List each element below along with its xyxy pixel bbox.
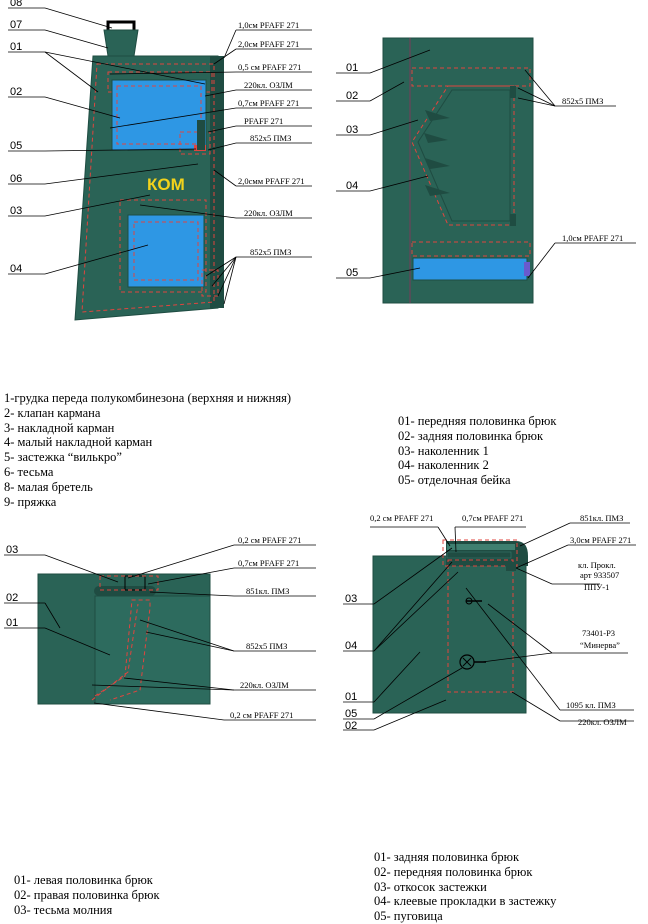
fig3-note: 0,7см PFAFF 271 — [238, 558, 299, 568]
fig2-part-02: 02 — [346, 90, 358, 102]
legend-bib: 1-грудка переда полукомбинезона (верхняя… — [4, 391, 291, 509]
fig1-part-08: 08 — [10, 0, 22, 9]
legend-item: 03- откосок застежки — [374, 879, 487, 894]
legend-item: 04- клеевые прокладки в застежку — [374, 894, 557, 909]
fig2-part-01: 01 — [346, 62, 358, 74]
figure-button-fly: 03 04 01 05 02 0,2 см PFAFF 271 0,7см PF… — [343, 513, 636, 732]
fig3-note: 852х5 ПМЗ — [246, 641, 287, 651]
fig1-part-01: 01 — [10, 41, 22, 53]
fig4-note: 0,7см PFAFF 271 — [462, 513, 523, 523]
fig4-note: 3,0см PFAFF 271 — [570, 535, 631, 545]
fig4-part-02: 02 — [345, 720, 357, 732]
legend-zip-fly: 01- левая половинка брюк 02- правая поло… — [14, 873, 160, 917]
legend-item: 8- малая бретель — [4, 479, 93, 494]
fig1-part-07: 07 — [10, 19, 22, 31]
fig4-note: 1095 кл. ПМЗ — [566, 700, 616, 710]
fig4-note: “Минерва” — [580, 640, 620, 650]
fig1-part-04: 04 — [10, 263, 22, 275]
fig3-note: 220кл. ОЗЛМ — [240, 680, 289, 690]
fig3-note: 0,2 см PFAFF 271 — [230, 710, 293, 720]
fig4-note: кл. Прокл. — [578, 560, 616, 570]
fig1-note: 0,7см PFAFF 271 — [238, 98, 299, 108]
trim-band — [412, 257, 528, 281]
fig4-note: арт 933507 — [580, 570, 619, 580]
fig1-part-03: 03 — [10, 205, 22, 217]
fig4-part-04: 04 — [345, 640, 357, 652]
figure-trousers-back: 01 02 03 04 05 852х5 ПМЗ 1,0см PFAFF 271 — [336, 37, 636, 304]
legend-item: 9- пряжка — [4, 494, 57, 509]
fig3-note: 851кл. ПМЗ — [246, 586, 289, 596]
fig1-note: 220кл. ОЗЛМ — [244, 80, 293, 90]
lower-pocket — [127, 214, 205, 288]
small-strap — [103, 29, 139, 57]
fig4-note: 0,2 см PFAFF 271 — [370, 513, 433, 523]
fig1-note: 2,0смм PFAFF 271 — [238, 176, 305, 186]
fig3-note: 0,2 см PFAFF 271 — [238, 535, 301, 545]
fig2-part-04: 04 — [346, 180, 358, 192]
fig2-part-05: 05 — [346, 267, 358, 279]
fig3-part-03: 03 — [6, 544, 18, 556]
legend-item: 05- отделочная бейка — [398, 473, 511, 488]
fig4-note: 220кл. ОЗЛМ — [578, 717, 627, 727]
legend-item: 02- передняя половинка брюк — [374, 864, 533, 879]
legend-item: 03- наколенник 1 — [398, 443, 489, 458]
fig3-part-02: 02 — [6, 592, 18, 604]
legend-item: 01- передняя половинка брюк — [398, 414, 557, 428]
legend-item: 03- тесьма молния — [14, 902, 113, 917]
fig1-note: 1,0см PFAFF 271 — [238, 20, 299, 30]
fig1-part-06: 06 — [10, 173, 22, 185]
fig1-note: 852х5 ПМЗ — [250, 133, 291, 143]
legend-button-fly: 01- задняя половинка брюк 02- передняя п… — [374, 850, 556, 924]
fig1-note: 0,5 см PFAFF 271 — [238, 62, 301, 72]
legend-item: 5- застежка “вилькро” — [4, 450, 122, 465]
legend-item: 2- клапан кармана — [4, 405, 101, 420]
legend-item: 1-грудка переда полукомбинезона (верхняя… — [4, 391, 291, 405]
legend-trousers-back: 01- передняя половинка брюк 02- задняя п… — [398, 414, 556, 488]
fig1-note: 2,0см PFAFF 271 — [238, 39, 299, 49]
legend-item: 01- левая половинка брюк — [14, 873, 153, 887]
legend-item: 05- пуговица — [374, 909, 443, 924]
zip-tape — [94, 586, 156, 596]
fig1-part-02: 02 — [10, 86, 22, 98]
fig4-part-03: 03 — [345, 593, 357, 605]
legend-item: 6- тесьма — [4, 464, 54, 479]
legend-item: 4- малый накладной карман — [4, 435, 153, 450]
legend-item: 3- накладной карман — [4, 420, 115, 435]
fig2-note: 1,0см PFAFF 271 — [562, 233, 623, 243]
fig4-part-01: 01 — [345, 691, 357, 703]
fig1-note: 852х5 ПМЗ — [250, 247, 291, 257]
fig1-note: PFAFF 271 — [244, 116, 283, 126]
legend-item: 01- задняя половинка брюк — [374, 850, 520, 864]
fig1-note: 220кл. ОЗЛМ — [244, 208, 293, 218]
fig4-note: ППУ-1 — [584, 582, 609, 592]
legend-item: 04- наколенник 2 — [398, 458, 489, 473]
figure-bib: КОМ — [8, 0, 312, 321]
legend-item: 02- задняя половинка брюк — [398, 428, 544, 443]
fig3-part-01: 01 — [6, 617, 18, 629]
fig2-part-03: 03 — [346, 124, 358, 136]
fig1-part-05: 05 — [10, 140, 22, 152]
legend-item: 02- правая половинка брюк — [14, 887, 160, 902]
figure-zip-fly: 03 02 01 0,2 см PFAFF 271 0,7см PFAFF 27… — [4, 535, 316, 721]
fig2-note: 852х5 ПМЗ — [562, 96, 603, 106]
fig4-part-05: 05 — [345, 708, 357, 720]
fig4-note: 73401-Р3 — [582, 628, 615, 638]
logo-text: КОМ — [147, 175, 185, 194]
fig4-note: 851кл. ПМЗ — [580, 513, 623, 523]
